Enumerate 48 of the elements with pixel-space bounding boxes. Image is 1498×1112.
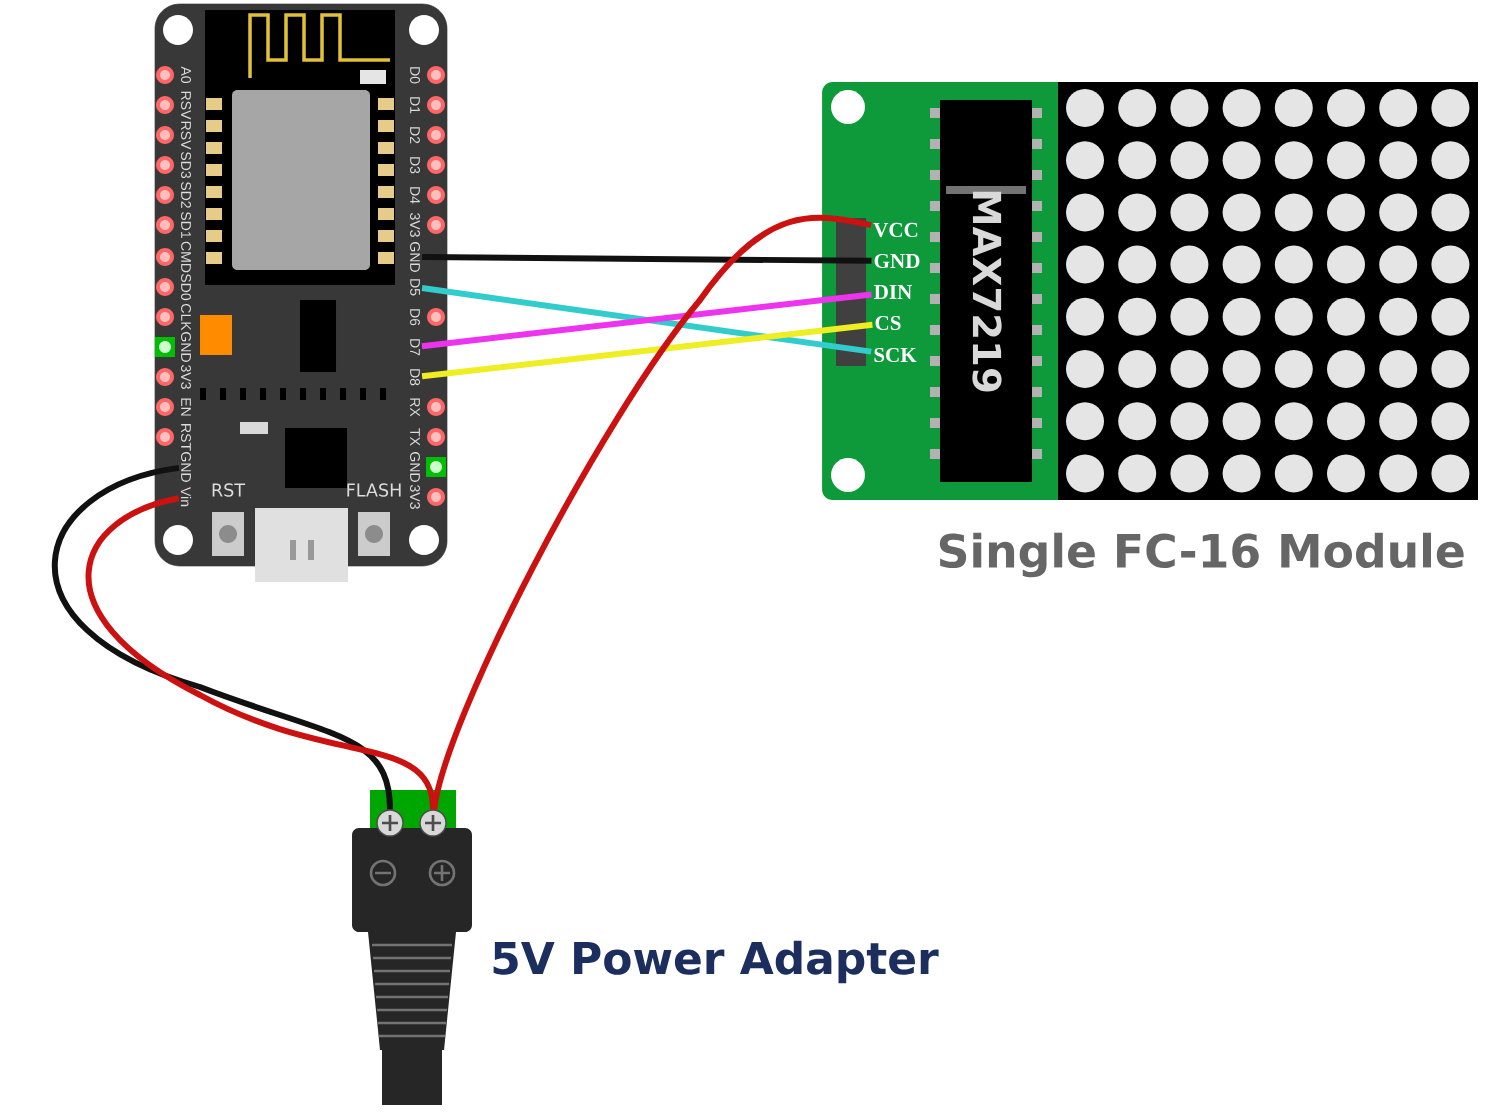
pin-label: D8 [410, 369, 420, 386]
pin-label: CLK [181, 304, 191, 331]
pin-label: TX [410, 428, 420, 446]
pin-label: A0 [181, 66, 191, 84]
module-title: Single FC-16 Module [939, 532, 1464, 578]
pin-label: 3V3 [181, 365, 191, 389]
pin-label: Vin [180, 487, 192, 507]
wire [52, 465, 393, 810]
adapter-title: 5V Power Adapter [493, 940, 939, 984]
pin-label: DIN [874, 285, 913, 299]
pin-label: D4 [410, 187, 420, 204]
pin-label: SD0 [181, 273, 191, 301]
pin-label: CMD [181, 241, 191, 273]
pin-label: SD2 [181, 181, 191, 208]
pin-label: VCC [873, 222, 918, 238]
wire [421, 285, 872, 355]
pin-label: GND [410, 242, 420, 272]
pin-label: SD1 [181, 211, 191, 238]
pin-label: D0 [410, 67, 420, 84]
microcontroller-board-drawing [154, 3, 448, 582]
pin-label: RX [410, 398, 420, 417]
button-label: FLASH [347, 483, 401, 497]
pin-label: D7 [410, 339, 420, 356]
wire [85, 495, 436, 810]
pin-label: GND [874, 253, 920, 269]
wire [431, 214, 872, 810]
pin-label: RST [181, 424, 191, 451]
pin-label: RSV [181, 121, 191, 150]
button-label: RST [212, 483, 246, 497]
pin-label: CS [875, 315, 901, 331]
pin-label: EN [181, 398, 191, 416]
pin-label: D6 [410, 309, 420, 326]
pin-label: SD3 [181, 151, 191, 179]
wire [422, 254, 872, 264]
wire [421, 321, 873, 380]
pin-label: GND [181, 452, 191, 482]
pin-label: D5 [410, 279, 420, 296]
pin-label: RSV [181, 91, 191, 120]
pin-label: D3 [410, 157, 420, 174]
pin-label: GND [410, 452, 420, 482]
wire [421, 291, 872, 350]
pin-label: 3V3 [410, 485, 420, 509]
chip: MAX7219 [940, 100, 1032, 482]
pin-label: GND [181, 332, 191, 362]
pin-label: 3V3 [410, 213, 420, 237]
pin-label: D2 [410, 127, 420, 144]
pin-label: SCK [874, 347, 917, 363]
pin-label: D1 [410, 97, 420, 114]
